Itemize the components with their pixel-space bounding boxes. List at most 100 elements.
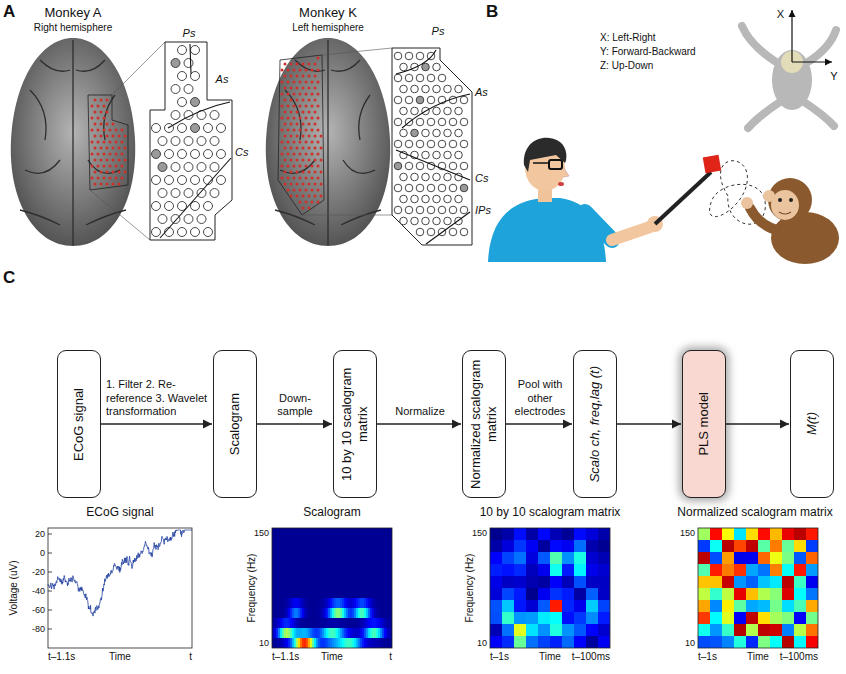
electrode-dot: [281, 129, 284, 132]
heat-cell: [538, 600, 550, 612]
electrode-dot: [302, 75, 305, 78]
heat-cell: [364, 608, 366, 618]
heat-cell: [302, 538, 304, 548]
heat-cell: [304, 578, 306, 588]
heat-cell: [294, 608, 296, 618]
heat-cell: [376, 578, 378, 588]
heat-cell: [490, 612, 502, 624]
heat-cell: [338, 588, 340, 598]
heat-cell: [502, 540, 514, 552]
heat-cell: [292, 578, 294, 588]
electrode-circle: [210, 163, 219, 172]
electrode-dot: [290, 63, 293, 66]
text-label: Time: [321, 651, 343, 663]
heat-cell: [370, 588, 372, 598]
electrode-dot: [293, 189, 296, 192]
heat-cell: [328, 528, 330, 538]
heat-cell: [282, 638, 284, 648]
electrode-circle: [433, 195, 441, 203]
heat-cell: [288, 588, 290, 598]
heat-cell: [598, 552, 610, 564]
electrode-circle: [449, 118, 457, 126]
electrode-dot: [311, 93, 314, 96]
heat-cell: [300, 538, 302, 548]
heat-cell: [328, 618, 330, 628]
electrode-dot: [106, 159, 109, 162]
text-label: Ps: [183, 27, 196, 40]
heat-cell: [284, 588, 286, 598]
electrode-dot: [97, 141, 100, 144]
heat-cell: [306, 628, 308, 638]
electrode-dot: [100, 183, 103, 186]
heat-cell: [722, 540, 734, 552]
heat-cell: [278, 538, 280, 548]
electrode-circle: [191, 124, 200, 133]
electrode-dot: [308, 207, 311, 210]
heat-cell: [328, 598, 330, 608]
heat-cell: [368, 568, 370, 578]
heat-cell: [386, 588, 388, 598]
heat-cell: [280, 608, 282, 618]
heat-cell: [358, 628, 360, 638]
heat-cell: [374, 558, 376, 568]
electrode-circle: [158, 163, 167, 172]
heat-cell: [722, 600, 734, 612]
heat-cell: [350, 548, 352, 558]
electrode-circle: [191, 176, 200, 185]
heat-cell: [336, 538, 338, 548]
heat-cell: [280, 548, 282, 558]
electrode-dot: [299, 69, 302, 72]
scalogram-plot: [272, 528, 392, 648]
heat-cell: [344, 568, 346, 578]
heat-cell: [710, 528, 722, 540]
heat-cell: [598, 600, 610, 612]
heat-cell: [310, 598, 312, 608]
heat-cell: [366, 608, 368, 618]
brain-image: [11, 38, 135, 246]
heat-cell: [352, 628, 354, 638]
heat-cell: [282, 618, 284, 628]
electrode-dot: [308, 195, 311, 198]
heat-cell: [312, 538, 314, 548]
heat-cell: [306, 608, 308, 618]
text-label: X: Left-Right: [600, 32, 656, 44]
node-label: M(t): [804, 412, 820, 435]
heat-cell: [368, 638, 370, 648]
electrode-dot: [293, 81, 296, 84]
heat-cell: [376, 558, 378, 568]
heat-cell: [758, 624, 770, 636]
heat-cell: [806, 576, 818, 588]
heat-cell: [286, 578, 288, 588]
heat-cell: [320, 528, 322, 538]
electrode-dot: [317, 201, 320, 204]
heat-cell: [722, 552, 734, 564]
text-label: t–1.1s: [272, 651, 299, 663]
heat-cell: [342, 618, 344, 628]
electrode-dot: [308, 63, 311, 66]
heat-cell: [314, 578, 316, 588]
heat-cell: [782, 552, 794, 564]
heat-cell: [330, 578, 332, 588]
heat-cell: [342, 548, 344, 558]
electrode-circle: [422, 63, 430, 71]
electrode-dot: [97, 177, 100, 180]
heat-cell: [358, 638, 360, 648]
heat-cell: [328, 628, 330, 638]
heat-cell: [336, 618, 338, 628]
heat-cell: [598, 588, 610, 600]
electrode-dot: [100, 159, 103, 162]
electrode-dot: [317, 189, 320, 192]
heat-cell: [280, 538, 282, 548]
heat-cell: [372, 558, 374, 568]
electrode-circle: [438, 206, 446, 214]
electrode-circle: [444, 151, 452, 159]
heat-cell: [294, 618, 296, 628]
heat-cell: [296, 538, 298, 548]
heat-cell: [502, 528, 514, 540]
heat-cell: [374, 568, 376, 578]
electrode-circle: [165, 202, 174, 211]
heat-cell: [376, 628, 378, 638]
electrode-dot: [305, 177, 308, 180]
electrode-dot: [314, 75, 317, 78]
electrode-circle: [184, 59, 193, 68]
